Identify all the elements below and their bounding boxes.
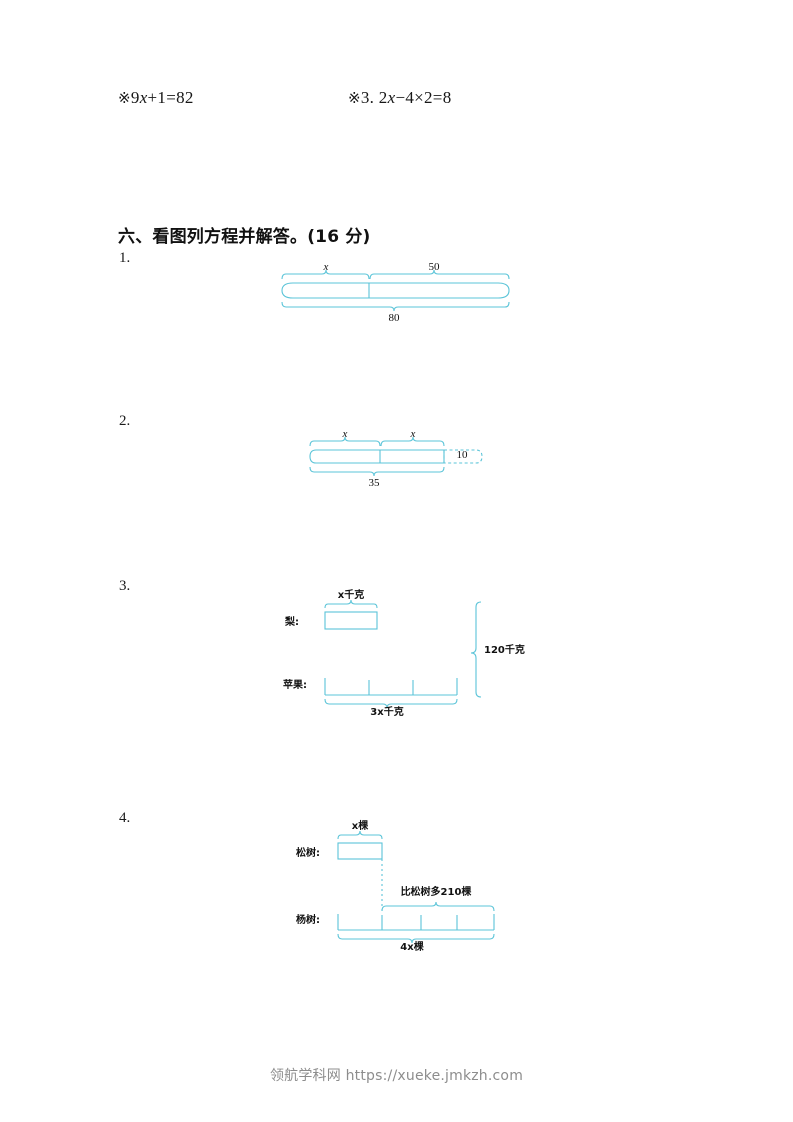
diagram-4-row2-name: 杨树: bbox=[296, 915, 320, 926]
section-heading: 六、看图列方程并解答。(16 分) bbox=[118, 227, 371, 247]
equation-2: ※3. 2x−4×2=8 bbox=[348, 88, 452, 108]
question-number-1: 1. bbox=[119, 250, 131, 266]
question-number-4: 4. bbox=[119, 810, 131, 826]
diagram-3-row2-label: 3x千克 bbox=[370, 707, 404, 718]
equation-2-mark: ※ bbox=[348, 89, 361, 107]
equation-1-variable: x bbox=[139, 88, 148, 107]
diagram-4-row2-label: 4x棵 bbox=[400, 942, 424, 953]
diagram-2-total-label: 35 bbox=[368, 477, 380, 489]
diagram-3-row1-name: 梨: bbox=[285, 617, 299, 628]
diagram-3-row2-name: 苹果: bbox=[283, 680, 307, 691]
equation-2-rest: −4×2=8 bbox=[395, 88, 452, 107]
diagram-2-part-label-2: x bbox=[410, 428, 416, 440]
equation-2-coeff: 3. 2 bbox=[360, 88, 388, 107]
equation-1-rest: +1=82 bbox=[147, 88, 194, 107]
footer-watermark: 领航学科网 https://xueke.jmkzh.com bbox=[269, 1068, 524, 1084]
diagram-question-1: x 50 80 bbox=[281, 261, 522, 324]
diagram-4-row1-label: x棵 bbox=[351, 821, 369, 832]
equation-1-mark: ※ bbox=[118, 89, 131, 107]
diagram-question-3: 梨: x千克 苹果: 3x千克 120千克 bbox=[283, 591, 525, 718]
diagram-4-difference-label: 比松树多210棵 bbox=[400, 887, 472, 898]
diagram-3-row1-label: x千克 bbox=[337, 590, 365, 601]
diagram-2-part-label-1: x bbox=[342, 428, 348, 440]
diagram-question-4: 松树: x棵 杨树: 比松树多210棵 4x棵 bbox=[296, 822, 511, 953]
equation-row: ※9x+1=82 ※3. 2x−4×2=8 bbox=[0, 88, 793, 118]
diagram-1-total-label: 80 bbox=[388, 312, 400, 324]
diagram-question-2: x x 10 35 bbox=[309, 428, 500, 490]
question-number-3: 3. bbox=[119, 578, 131, 594]
diagram-2-dashed-label: 10 bbox=[456, 449, 468, 461]
equation-1: ※9x+1=82 bbox=[118, 88, 194, 108]
diagram-3-total-label: 120千克 bbox=[484, 645, 525, 656]
equation-2-variable: x bbox=[387, 88, 396, 107]
diagram-1-part-label-2: 50 bbox=[428, 261, 440, 273]
question-number-2: 2. bbox=[119, 413, 131, 429]
diagram-4-row1-name: 松树: bbox=[296, 848, 320, 859]
equation-1-coeff: 9 bbox=[130, 88, 140, 107]
diagram-1-part-label-1: x bbox=[323, 261, 329, 273]
